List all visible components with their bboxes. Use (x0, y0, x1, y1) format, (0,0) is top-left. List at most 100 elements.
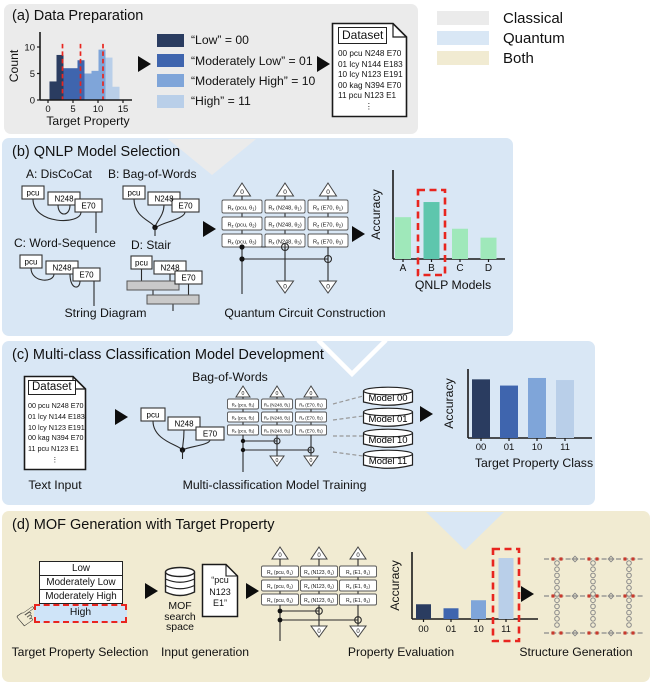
word-label: N248 (52, 264, 72, 273)
svg-text:Rz (pcu, θ2): Rz (pcu, θ2) (232, 415, 255, 421)
svg-text:0: 0 (326, 283, 330, 290)
panel-c (2, 341, 595, 505)
flow-arrow-icon (521, 586, 534, 602)
document-icon (201, 563, 239, 618)
evaluation-caption: Property Evaluation (347, 645, 455, 659)
svg-text:Rz (E1, θ2): Rz (E1, θ2) (346, 584, 370, 590)
svg-text:Count: Count (7, 49, 21, 82)
flow-arrow-icon (138, 56, 151, 72)
svg-text:Rx (E70, θ3): Rx (E70, θ3) (299, 428, 323, 434)
svg-text:Rz (N248, θ2): Rz (N248, θ2) (264, 415, 291, 421)
model-connectors (332, 395, 364, 457)
mof-structure (544, 555, 643, 637)
chevron-b-to-c-icon (316, 338, 388, 378)
model-cylinder: Model 00 (362, 386, 414, 406)
svg-text:Rx (E1, θ3): Rx (E1, θ3) (346, 598, 370, 604)
svg-text:0: 0 (310, 391, 313, 397)
diagram-a-label: A: DisCoCat (26, 167, 93, 181)
svg-text:Accuracy: Accuracy (442, 377, 456, 428)
dataset-line: 00 kag N394 E70 (28, 433, 84, 443)
class-swatch (157, 74, 184, 88)
svg-text:5: 5 (70, 104, 75, 115)
word-label: E70 (181, 274, 196, 283)
dataset-line: 01 lcy N144 E183 (338, 59, 403, 69)
dataset-line: ⋮ (364, 101, 374, 111)
word-label: E70 (203, 430, 218, 439)
mapping-label: “Moderately Low” = 01 (191, 53, 313, 68)
svg-text:C: C (456, 263, 463, 274)
svg-text:0: 0 (276, 391, 279, 397)
dataset-line: 00 kag N394 E70 (338, 80, 402, 90)
list-option-moderately-low[interactable]: Moderately Low (40, 575, 122, 589)
quantum-circuit-d: 0Rx (pcu, θ1)Rz (pcu, θ2)Rx (pcu, θ3)0Rx… (261, 546, 377, 641)
dataset-line: ⋮ (51, 454, 59, 464)
word-label: pcu (128, 189, 141, 198)
dataset-line: 00 pcu N248 E70 (338, 49, 402, 58)
bag-of-words-diagram: pcu N248 E70 (140, 407, 225, 459)
bag-of-words-label: Bag-of-Words (192, 370, 268, 384)
training-caption: Multi-classification Model Training (182, 478, 367, 492)
model-cylinder: Model 01 (362, 407, 414, 427)
generated-input-doc: “pcu N123 E1” (201, 563, 239, 618)
input-line: “pcu (211, 575, 229, 585)
svg-text:Rx (N248, θ3): Rx (N248, θ3) (264, 428, 291, 434)
dataset-line: 11 pcu N123 E1 (28, 444, 80, 454)
list-option-moderately-high[interactable]: Moderately High (40, 589, 122, 603)
input-caption: Input generation (160, 645, 250, 659)
svg-text:00: 00 (418, 624, 429, 635)
doc-lines: 00 pcu N248 E70 01 lcy N144 E183 10 lcy … (28, 401, 85, 466)
svg-text:Rx (E1, θ1): Rx (E1, θ1) (346, 570, 370, 576)
svg-text:Rx (pcu, θ1): Rx (pcu, θ1) (267, 570, 293, 576)
legend-item: Both (437, 48, 565, 68)
panel-a-title: (a) Data Preparation (12, 8, 144, 24)
mof-db-label: MOF search space (156, 601, 204, 633)
string-diagram-stair: pcu N248 E70 (126, 255, 203, 311)
svg-text:0: 0 (317, 629, 321, 635)
list-option-high-selected[interactable]: High (34, 604, 127, 623)
panel-b-title: (b) QNLP Model Selection (12, 144, 181, 160)
svg-text:0: 0 (356, 553, 360, 559)
mapping-label: “Low” = 00 (191, 33, 249, 48)
flow-arrow-icon (145, 583, 158, 599)
word-label: E70 (81, 202, 96, 211)
string-diagram-caption: String Diagram (64, 306, 147, 320)
mapping-row: “Moderately High” = 10 (157, 71, 315, 91)
class-mapping: “Low” = 00 “Moderately Low” = 01 “Modera… (157, 30, 315, 112)
svg-text:Target Property: Target Property (46, 114, 130, 128)
model-label: Model 10 (368, 435, 407, 446)
svg-text:0: 0 (356, 629, 360, 635)
legend-item: Classical (437, 8, 565, 28)
mapping-row: “Moderately Low” = 01 (157, 50, 315, 70)
svg-text:00: 00 (476, 442, 487, 453)
word-label: E70 (79, 271, 94, 280)
svg-text:10: 10 (532, 442, 543, 453)
circuit-caption: Quantum Circuit Construction (224, 306, 386, 320)
class-swatch (157, 33, 184, 47)
svg-text:0: 0 (240, 189, 244, 196)
svg-text:D: D (485, 263, 492, 274)
word-label: pcu (27, 189, 40, 198)
flow-arrow-icon (115, 409, 128, 425)
text-input-doc: Dataset 00 pcu N248 E70 01 lcy N144 E183… (23, 375, 87, 471)
list-option-low[interactable]: Low (72, 563, 90, 574)
svg-text:Rx (E70, θ1): Rx (E70, θ1) (299, 402, 323, 408)
db-label-line: MOF (168, 600, 192, 612)
svg-text:Rx (E70, θ3): Rx (E70, θ3) (313, 240, 343, 246)
svg-text:11: 11 (501, 624, 511, 635)
word-label: N248 (160, 264, 180, 273)
classical-swatch (437, 11, 489, 25)
diagram-b-label: B: Bag-of-Words (108, 167, 197, 181)
flow-arrow-icon (317, 56, 330, 72)
selection-caption: Target Property Selection (11, 645, 149, 659)
dataset-line: 00 pcu N248 E70 (28, 401, 84, 410)
input-doc-lines: “pcu N123 E1” (201, 575, 239, 610)
flow-arrow-icon (203, 221, 216, 237)
svg-text:0: 0 (242, 391, 245, 397)
string-diagram-discocat: pcu N248 E70 (21, 185, 103, 233)
svg-text:5: 5 (30, 69, 35, 80)
mapping-row: “High” = 11 (157, 91, 315, 111)
chevron-c-to-d-icon (426, 512, 504, 550)
dataset-line: 01 lcy N144 E183 (28, 411, 85, 421)
